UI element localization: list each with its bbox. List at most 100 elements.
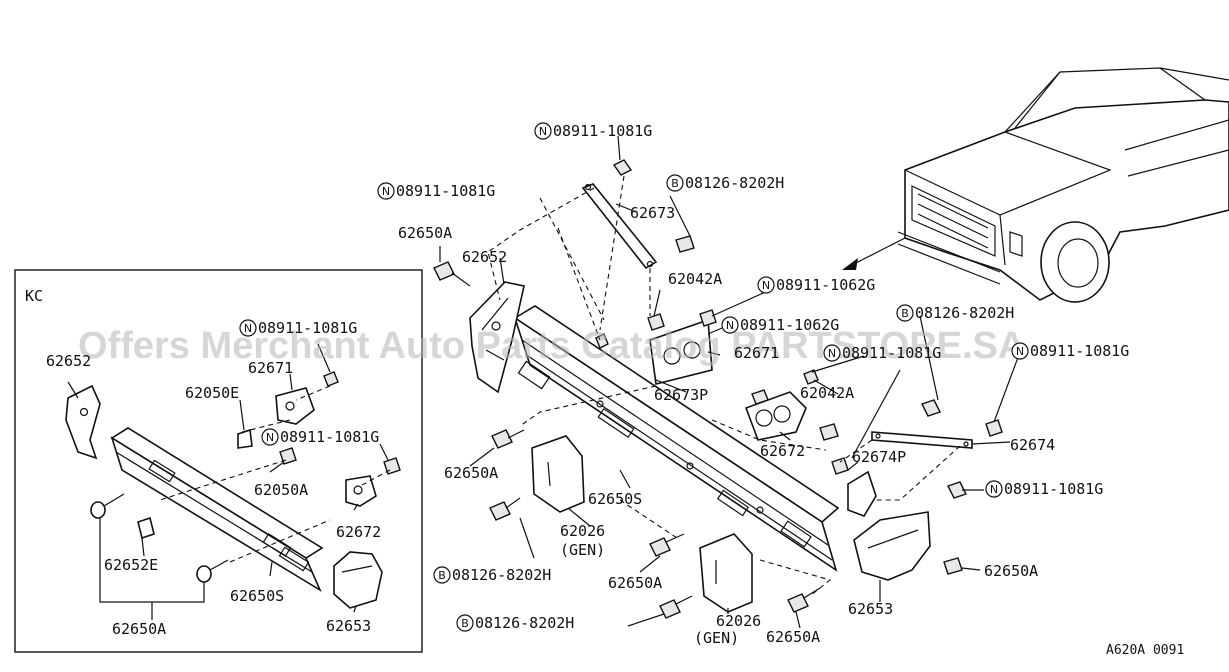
callout-prefix-circle bbox=[377, 182, 395, 200]
callout-prefix: N bbox=[990, 483, 998, 496]
part-number-label: 62650A bbox=[766, 628, 820, 646]
part-number-label: 08911-1081G bbox=[1030, 342, 1129, 360]
callout-k02: 62652 bbox=[46, 352, 91, 370]
reference-code: A620A 0091 bbox=[1106, 643, 1184, 658]
callout-c08: N 08911-1062G bbox=[757, 276, 875, 294]
callout-c04: 62673 bbox=[630, 204, 675, 222]
callout-c15: 62042A bbox=[800, 384, 854, 402]
callout-k07: 62672 bbox=[336, 523, 381, 541]
part-number-label: 62026 bbox=[716, 612, 761, 630]
part-number-label: 62672 bbox=[336, 523, 381, 541]
part-number-label: 62050E bbox=[185, 384, 239, 402]
part-number-label: 08911-1081G bbox=[1004, 480, 1103, 498]
vehicle-illustration bbox=[842, 67, 1229, 303]
callout-prefix: N bbox=[828, 347, 836, 360]
callout-k06: 62050A bbox=[254, 481, 308, 499]
callout-c11: 62671 bbox=[734, 344, 779, 362]
part-number-label: 62652 bbox=[46, 352, 91, 370]
callout-prefix: N bbox=[266, 431, 274, 444]
callout-c05: 62650A bbox=[398, 224, 452, 242]
callout-k08: 62652E bbox=[104, 556, 158, 574]
callout-prefix: B bbox=[901, 307, 909, 320]
callout-c21: N 08911-1081G bbox=[985, 480, 1103, 498]
part-number-label: 62671 bbox=[248, 359, 293, 377]
callout-c18: 62674P bbox=[852, 448, 906, 466]
callout-c01: N 08911-1081G bbox=[534, 122, 652, 140]
part-number-label: 62674 bbox=[1010, 436, 1055, 454]
kc-inset bbox=[14, 269, 423, 653]
callout-prefix-circle bbox=[823, 344, 841, 362]
callout-prefix: B bbox=[438, 569, 446, 582]
callout-prefix-circle bbox=[896, 304, 914, 322]
part-number-label: 62650A bbox=[608, 574, 662, 592]
part-number-label: 08911-1081G bbox=[258, 319, 357, 337]
callout-k03: 62671 bbox=[248, 359, 293, 377]
callout-c24: B 08126-8202H bbox=[433, 566, 551, 584]
part-number-label: 62650S bbox=[230, 587, 284, 605]
part-labels: N 08911-1081G B 08126-8202H N 08911-1081G 6267… bbox=[46, 122, 1129, 647]
callout-prefix: N bbox=[382, 185, 390, 198]
callout-k01: N 08911-1081G bbox=[239, 319, 357, 337]
part-number-label: 08126-8202H bbox=[685, 174, 784, 192]
part-number-label: 62671 bbox=[734, 344, 779, 362]
part-number-label: 08911-1062G bbox=[776, 276, 875, 294]
part-number-label: 08126-8202H bbox=[475, 614, 574, 632]
callout-prefix-circle bbox=[666, 174, 684, 192]
callout-c29: 62026 bbox=[716, 612, 761, 630]
part-number-label: 62050A bbox=[254, 481, 308, 499]
watermark: Offers Merchant Auto Parts Catalog PARTS… bbox=[78, 325, 1025, 367]
part-number-label: (GEN) bbox=[694, 629, 739, 647]
callout-c20: 62650S bbox=[588, 490, 642, 508]
callout-prefix: N bbox=[726, 319, 734, 332]
callout-k10: 62650A bbox=[112, 620, 166, 638]
part-number-label: 08911-1081G bbox=[842, 344, 941, 362]
callout-c07: 62042A bbox=[668, 270, 722, 288]
part-number-label: 62650A bbox=[444, 464, 498, 482]
part-number-label: 62650S bbox=[588, 490, 642, 508]
part-number-label: 62672 bbox=[760, 442, 805, 460]
callout-c27: 62653 bbox=[848, 600, 893, 618]
part-number-label: 62042A bbox=[668, 270, 722, 288]
part-number-label: 08911-1062G bbox=[740, 316, 839, 334]
callout-prefix-circle bbox=[1011, 342, 1029, 360]
callout-prefix-circle bbox=[985, 480, 1003, 498]
part-number-label: 62673P bbox=[654, 386, 708, 404]
callout-prefix-circle bbox=[721, 316, 739, 334]
part-number-label: (GEN) bbox=[560, 541, 605, 559]
part-number-label: 62650A bbox=[398, 224, 452, 242]
callout-c03: N 08911-1081G bbox=[377, 182, 495, 200]
part-number-label: 08126-8202H bbox=[452, 566, 551, 584]
callout-prefix-circle bbox=[456, 614, 474, 632]
callout-k09: 62650S bbox=[230, 587, 284, 605]
part-number-label: 08126-8202H bbox=[915, 304, 1014, 322]
callout-prefix: N bbox=[539, 125, 547, 138]
callout-prefix-circle bbox=[261, 428, 279, 446]
part-number-label: 62674P bbox=[852, 448, 906, 466]
callout-prefix-circle bbox=[534, 122, 552, 140]
callout-c30: (GEN) bbox=[694, 629, 739, 647]
callout-prefix-circle bbox=[433, 566, 451, 584]
callout-prefix: N bbox=[762, 279, 770, 292]
part-number-label: 62653 bbox=[848, 600, 893, 618]
callout-c09: B 08126-8202H bbox=[896, 304, 1014, 322]
callout-k04: 62050E bbox=[185, 384, 239, 402]
part-number-label: 62042A bbox=[800, 384, 854, 402]
part-number-label: 62653 bbox=[326, 617, 371, 635]
part-number-label: 62026 bbox=[560, 522, 605, 540]
callout-prefix-circle bbox=[757, 276, 775, 294]
callout-c17: 62672 bbox=[760, 442, 805, 460]
part-number-label: 08911-1081G bbox=[396, 182, 495, 200]
callout-c19: 62650A bbox=[444, 464, 498, 482]
callout-prefix: N bbox=[244, 322, 252, 335]
callout-c25: 62650A bbox=[608, 574, 662, 592]
callout-c12: N 08911-1081G bbox=[823, 344, 941, 362]
callout-c16: 62674 bbox=[1010, 436, 1055, 454]
callout-c14: 62673P bbox=[654, 386, 708, 404]
callout-c23: (GEN) bbox=[560, 541, 605, 559]
part-number-label: 08911-1081G bbox=[553, 122, 652, 140]
callout-prefix-circle bbox=[239, 319, 257, 337]
